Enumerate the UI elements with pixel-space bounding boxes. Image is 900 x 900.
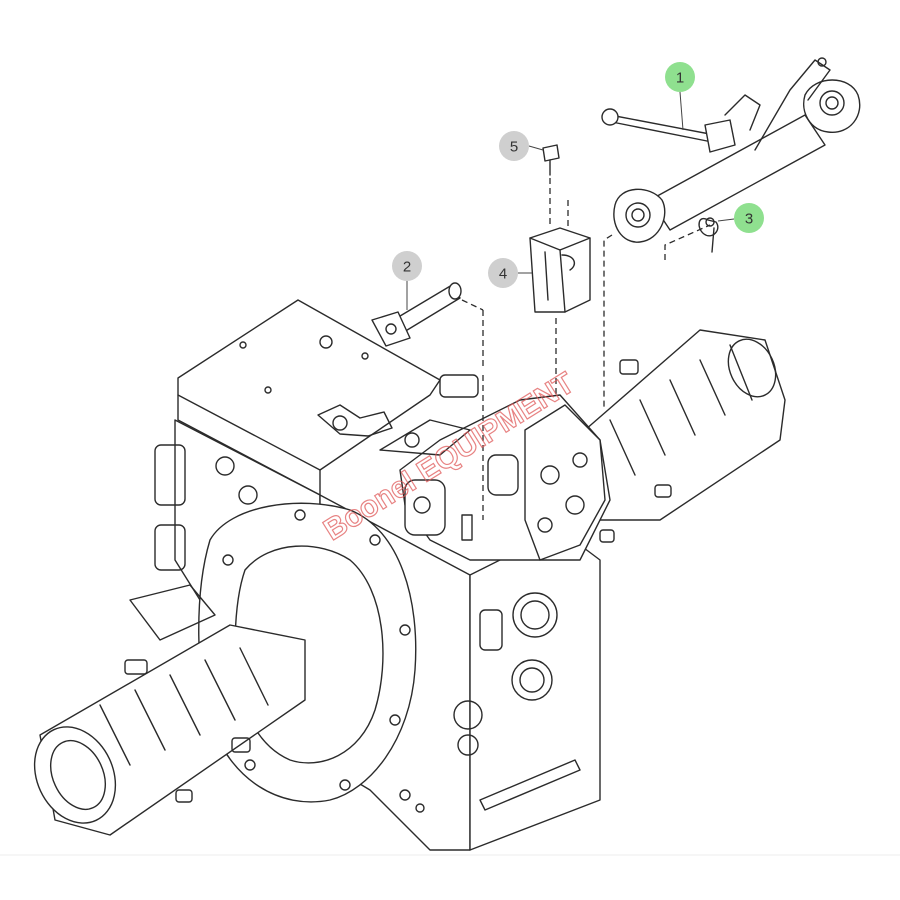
part-5-bolt [542, 144, 560, 176]
callout-4[interactable]: 4 [488, 258, 532, 288]
part-2-pin [371, 282, 462, 347]
assembly-lines [461, 178, 711, 520]
callout-label-3: 3 [745, 211, 753, 228]
callout-label-2: 2 [403, 259, 411, 276]
right-axle-housing [584, 329, 786, 543]
callout-2[interactable]: 2 [392, 251, 422, 310]
part-3-lynch-pin [698, 217, 719, 253]
callout-1[interactable]: 1 [665, 62, 695, 131]
callout-3[interactable]: 3 [717, 203, 764, 233]
part-4-bracket [529, 227, 591, 313]
callout-label-5: 5 [510, 139, 518, 156]
callout-label-4: 4 [499, 266, 507, 283]
left-axle-housing [33, 584, 306, 836]
callout-label-1: 1 [676, 70, 684, 87]
top-link-bracket [379, 374, 611, 561]
part-1-top-link [601, 57, 861, 243]
callout-5[interactable]: 5 [499, 131, 544, 161]
